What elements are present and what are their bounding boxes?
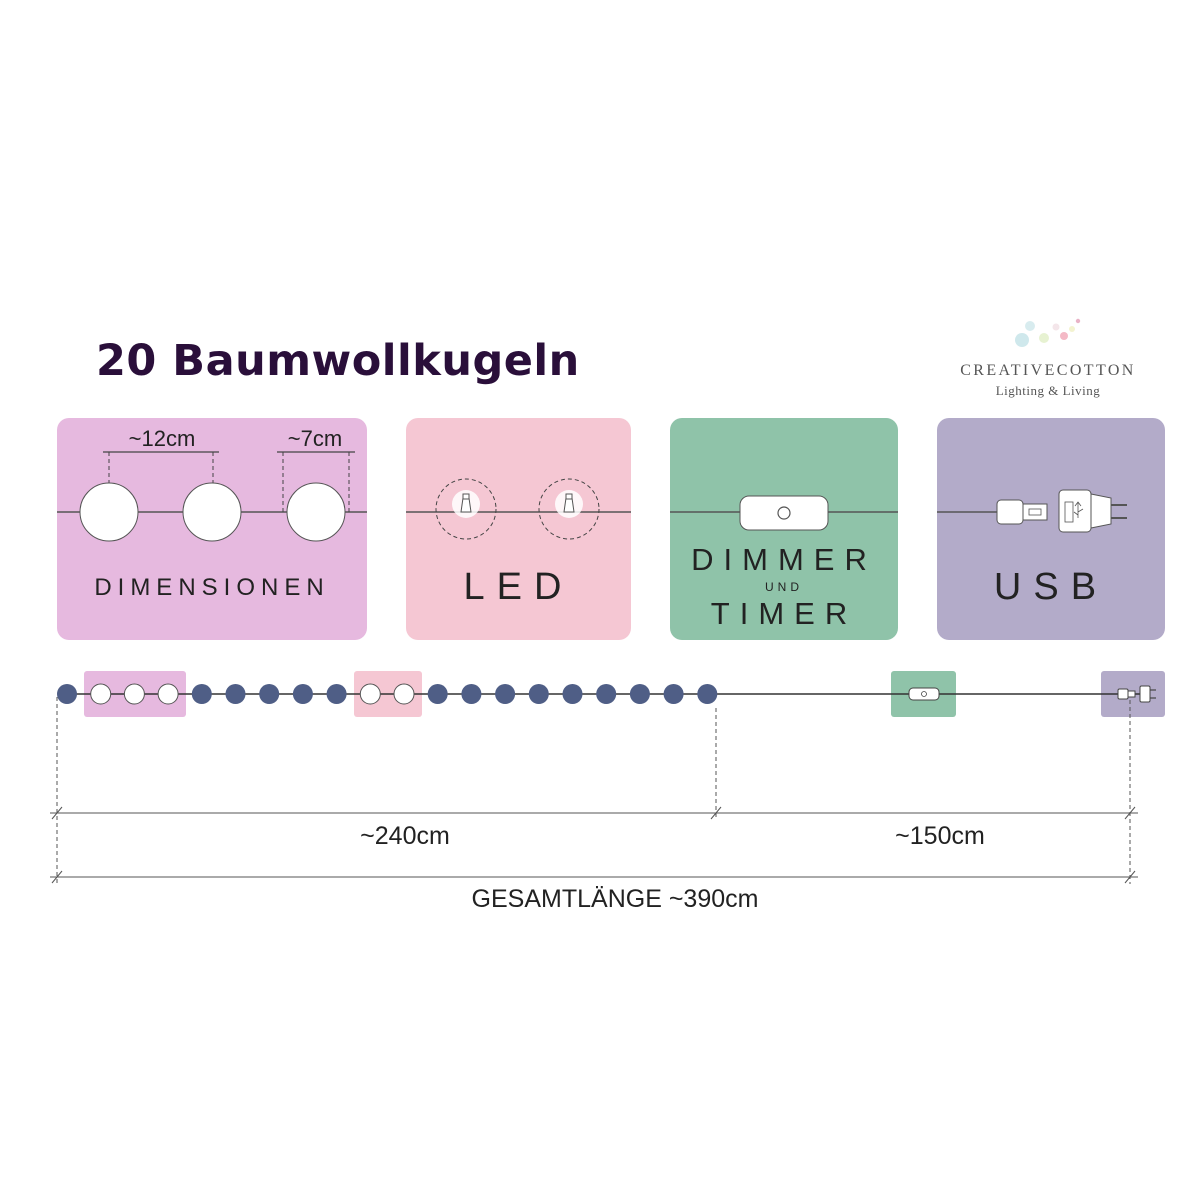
- usb-label: USB: [993, 566, 1109, 608]
- usb-illustration: [937, 489, 1127, 533]
- led-bulb-icon: [435, 478, 497, 540]
- cotton-ball: [461, 684, 482, 704]
- cotton-ball: [427, 684, 448, 704]
- page-title: 20 Baumwollkugeln: [96, 336, 580, 386]
- cotton-ball: [191, 684, 212, 704]
- led-label: LED: [463, 566, 574, 608]
- usb-plug-small-icon: [1117, 685, 1156, 703]
- size-small-label: ~7cm: [287, 426, 343, 451]
- brand-tagline: Lighting & Living: [995, 383, 1101, 398]
- und-label: UND: [765, 580, 803, 594]
- cotton-ball: [326, 684, 347, 704]
- measure-label-240: ~240cm: [360, 822, 450, 850]
- dimmer-label: DIMMER: [691, 542, 877, 577]
- dimensions-label: DIMENSIONEN: [94, 574, 330, 601]
- cotton-ball: [562, 684, 583, 704]
- ball-strand: [57, 683, 718, 705]
- dimmer-switch-small-icon: [908, 687, 940, 701]
- cotton-ball: [629, 684, 650, 704]
- led-bulb-icon: [538, 478, 600, 540]
- dimmer-illustration: [670, 495, 898, 531]
- highlight-ball: [123, 683, 145, 705]
- measure-label-total: GESAMTLÄNGE ~390cm: [471, 885, 759, 913]
- power-adapter-icon: [1058, 489, 1127, 533]
- timer-label: TIMER: [710, 596, 858, 631]
- size-large-label: ~12cm: [128, 426, 196, 451]
- cotton-ball: [596, 684, 617, 704]
- brand-name: CREATIVECOTTON: [960, 362, 1136, 379]
- cotton-ball: [225, 684, 246, 704]
- dimmer-switch-icon: [739, 495, 829, 531]
- highlight-ball: [157, 683, 179, 705]
- usb-plug-icon: [996, 499, 1048, 525]
- highlight-ball: [90, 683, 112, 705]
- dimmer-card: DIMMER UND TIMER: [670, 418, 898, 640]
- led-card: LED: [406, 418, 631, 640]
- cotton-ball: [292, 684, 313, 704]
- dimensions-card: ~12cm ~7cm DIMENSIONEN: [57, 418, 367, 640]
- highlight-ball: [359, 683, 381, 705]
- measure-label-150: ~150cm: [895, 822, 985, 850]
- cotton-ball: [57, 684, 77, 704]
- dimensions-illustration: [57, 451, 367, 542]
- usb-card: USB: [937, 418, 1165, 640]
- cotton-ball: [697, 684, 718, 704]
- cotton-ball: [663, 684, 684, 704]
- cotton-ball: [259, 684, 280, 704]
- highlight-ball: [393, 683, 415, 705]
- led-illustration: [406, 478, 631, 540]
- cotton-ball: [528, 684, 549, 704]
- cotton-ball: [495, 684, 516, 704]
- brand-logo-icon: [1015, 318, 1081, 347]
